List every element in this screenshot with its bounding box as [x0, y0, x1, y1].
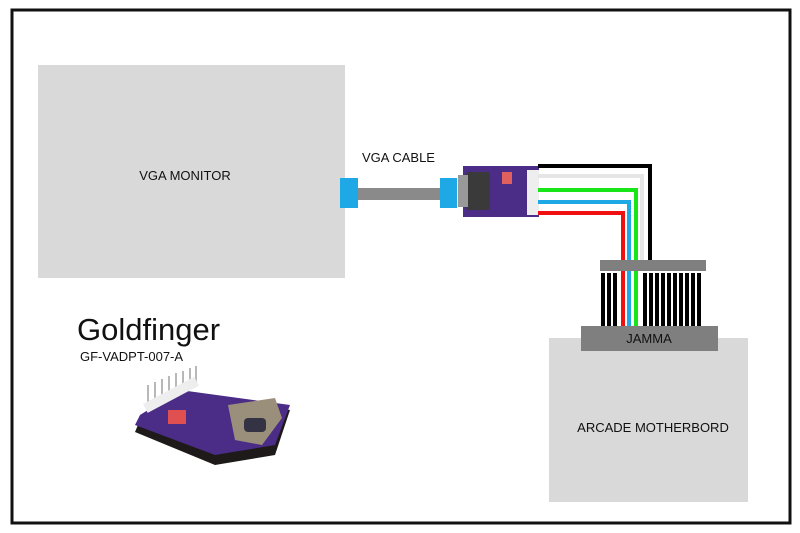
ribbon-wire: [621, 273, 625, 326]
wire-white: [538, 174, 644, 262]
ribbon-wire: [685, 273, 689, 326]
ribbon-wire: [649, 273, 653, 326]
arcade-motherboard-box: [549, 338, 748, 502]
vga-monitor-box: [38, 65, 345, 278]
arcade-motherboard-label: ARCADE MOTHERBORD: [577, 420, 729, 435]
jamma-ribbon: [600, 273, 706, 326]
ribbon-wire: [667, 273, 671, 326]
product-code: GF-VADPT-007-A: [80, 349, 183, 364]
ribbon-wire: [673, 273, 677, 326]
ribbon-wire: [661, 273, 665, 326]
product-name: Goldfinger: [77, 312, 220, 347]
ribbon-wire: [697, 273, 701, 326]
adapter-pcb: [458, 166, 539, 217]
jamma-label: JAMMA: [626, 331, 672, 346]
vga-connector-right: [440, 178, 457, 208]
wire-black: [538, 164, 652, 262]
ribbon-wire: [607, 273, 611, 326]
vga-cable-label: VGA CABLE: [362, 150, 435, 165]
ribbon-wire: [613, 273, 617, 326]
ribbon-wire: [679, 273, 683, 326]
adapter-board-photo: [135, 366, 290, 465]
ribbon-wire: [691, 273, 695, 326]
vga-cable: [355, 188, 443, 200]
vga-monitor-label: VGA MONITOR: [139, 168, 231, 183]
ribbon-wire: [634, 273, 638, 326]
ribbon-wire: [643, 273, 647, 326]
ribbon-wire: [655, 273, 659, 326]
ribbon-wire: [627, 273, 631, 326]
ribbon-top-bar: [600, 260, 706, 271]
jamma-connector: [581, 326, 718, 351]
vga-connector-left: [340, 178, 358, 208]
ribbon-wire: [601, 273, 605, 326]
